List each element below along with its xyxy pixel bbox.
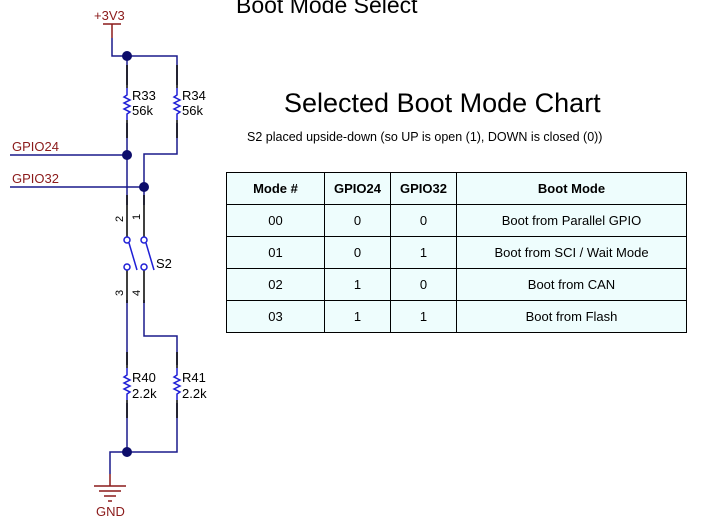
r34-ref: R34 (182, 88, 206, 103)
resistor-r33-icon (122, 88, 132, 120)
net-label-gpio24: GPIO24 (12, 139, 59, 154)
table-row: 01 0 1 Boot from SCI / Wait Mode (226, 236, 687, 269)
header-gpio32: GPIO32 (390, 172, 457, 205)
net-label-gpio32: GPIO32 (12, 171, 59, 186)
junctions (122, 51, 149, 457)
switch-pin-3: 3 (114, 290, 126, 296)
chart-note: S2 placed upside-down (so UP is open (1)… (247, 130, 603, 144)
ground-symbol-icon (94, 474, 126, 502)
header-mode: Mode # (226, 172, 325, 205)
cell-gpio24: 1 (324, 300, 391, 333)
cell-boot-mode: Boot from CAN (456, 268, 687, 301)
table-row: 00 0 0 Boot from Parallel GPIO (226, 204, 687, 237)
r41-value: 2.2k (182, 386, 207, 401)
switch-pin-2: 2 (114, 216, 126, 222)
table-header-row: Mode # GPIO24 GPIO32 Boot Mode (226, 172, 687, 205)
cell-gpio24: 1 (324, 268, 391, 301)
junction-dot (139, 182, 149, 192)
cell-gpio24: 0 (324, 204, 391, 237)
r33-value: 56k (132, 103, 153, 118)
table-row: 02 1 0 Boot from CAN (226, 268, 687, 301)
cell-mode: 00 (226, 204, 325, 237)
cell-boot-mode: Boot from SCI / Wait Mode (456, 236, 687, 269)
resistor-r41-icon (172, 368, 182, 400)
ground-net-label: GND (96, 504, 125, 519)
dip-switch-s2-icon (123, 236, 155, 271)
cell-gpio32: 1 (390, 236, 457, 269)
header-gpio24: GPIO24 (324, 172, 391, 205)
r40-value: 2.2k (132, 386, 157, 401)
chart-title: Selected Boot Mode Chart (284, 88, 601, 118)
junction-dot (122, 150, 132, 160)
cell-mode: 01 (226, 236, 325, 269)
cell-boot-mode: Boot from Flash (456, 300, 687, 333)
cell-boot-mode: Boot from Parallel GPIO (456, 204, 687, 237)
cell-gpio32: 0 (390, 268, 457, 301)
r41-ref: R41 (182, 370, 206, 385)
r33-ref: R33 (132, 88, 156, 103)
r40-ref: R40 (132, 370, 156, 385)
cell-gpio24: 0 (324, 236, 391, 269)
power-symbol-3v3: +3V3 (94, 8, 125, 38)
power-net-label: +3V3 (94, 8, 125, 23)
cell-gpio32: 1 (390, 300, 457, 333)
cell-gpio32: 0 (390, 204, 457, 237)
junction-dot (122, 51, 132, 61)
boot-mode-table: Mode # GPIO24 GPIO32 Boot Mode 00 0 0 Bo… (226, 172, 687, 333)
r34-value: 56k (182, 103, 203, 118)
header-boot-mode: Boot Mode (456, 172, 687, 205)
junction-dot (122, 447, 132, 457)
resistor-r34-icon (172, 88, 182, 120)
switch-pin-4: 4 (131, 290, 143, 296)
switch-ref: S2 (156, 256, 172, 271)
switch-pin-1: 1 (131, 214, 143, 220)
table-row: 03 1 1 Boot from Flash (226, 300, 687, 333)
cell-mode: 02 (226, 268, 325, 301)
schematic-title: Boot Mode Select (236, 0, 418, 18)
resistor-r40-icon (122, 368, 132, 400)
cell-mode: 03 (226, 300, 325, 333)
